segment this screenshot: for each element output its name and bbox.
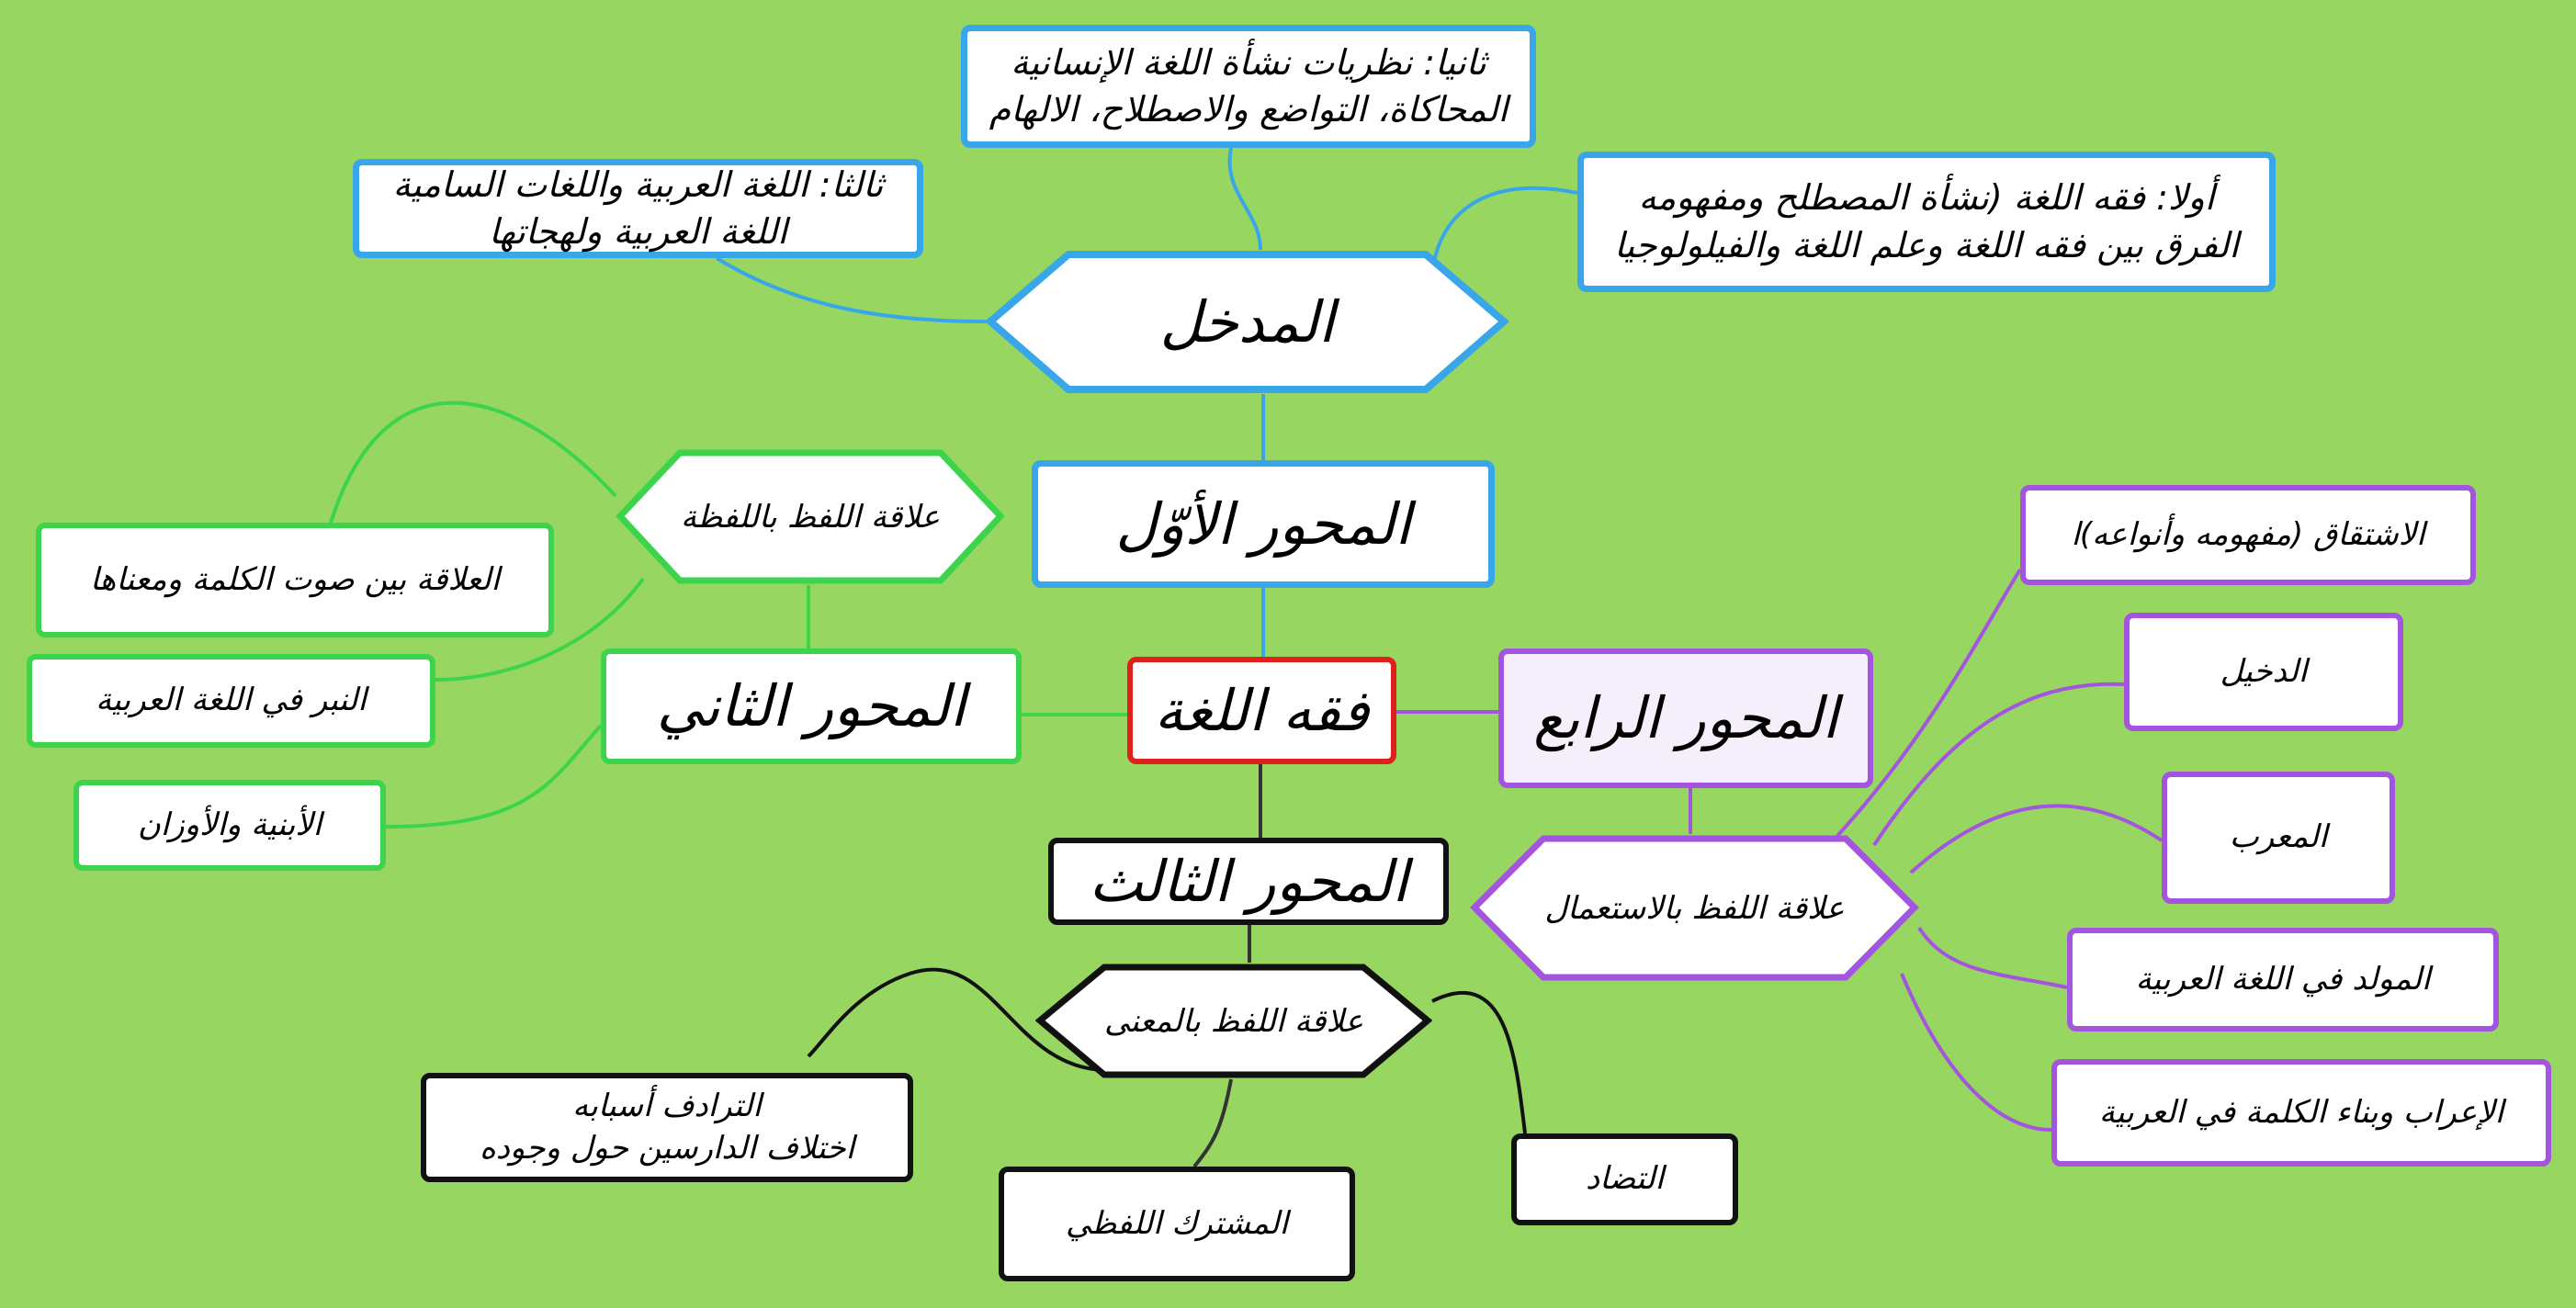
intro-third-node[interactable]: ثالثا: اللغة العربية واللغات السامية اللغ… [353,159,923,258]
axis3-label: المحور الثالث [1089,847,1408,915]
item-label: المشترك اللفظي [1065,1204,1289,1242]
intro-label: المدخل [1159,288,1335,355]
hexagon-shape [1035,964,1432,1078]
synonymy-node[interactable]: الترادف أسبابه اختلاف الدارسين حول وجوده [421,1073,913,1182]
item-label: الأبنية والأوزان [137,806,322,843]
hexagon-shape [1470,835,1919,981]
item-label: الاشتقاق (مفهومه وأنواعه)ا [2071,515,2425,553]
axis4-item[interactable]: الإعراب وبناء الكلمة في العربية [2051,1059,2551,1167]
item-label: التضاد [1585,1160,1665,1198]
node-text-line: المحاكاة، التواضع والاصطلاح، الالهام [989,89,1508,130]
connector [385,724,603,829]
antonymy-node[interactable]: التضاد [1511,1133,1738,1225]
item-label: المولد في اللغة العربية [2135,960,2431,998]
axis2-relation-label: علاقة اللفظ باللفظة [681,498,940,536]
connector [1900,973,2052,1132]
axis1-label: المحور الأوّل [1115,490,1411,558]
node-text-line: ثانيا: نظريات نشأة اللغة الإنسانية [1011,41,1486,83]
axis2-item[interactable]: العلاقة بين صوت الكلمة ومعناها [36,523,554,637]
axis2-item[interactable]: الأبنية والأوزان [73,780,386,871]
item-label: العلاقة بين صوت الكلمة ومعناها [90,560,500,598]
connector [1836,568,2022,838]
connector [1872,682,2125,847]
intro-node[interactable]: المدخل [986,250,1508,394]
axis4-item[interactable]: المعرب [2162,772,2395,904]
connector [1917,926,2068,989]
hexagon-shape [986,251,1508,393]
axis2-relation-node[interactable]: علاقة اللفظ باللفظة [616,448,1005,585]
connector [715,256,987,323]
axis3-node[interactable]: المحور الثالث [1048,838,1449,925]
node-text-line: الفرق بين فقه اللغة وعلم اللغة والفيلولو… [1614,224,2239,265]
item-label: النبر في اللغة العربية [96,682,367,719]
axis4-item[interactable]: الدخيل [2124,613,2403,731]
center-node[interactable]: فقه اللغة [1127,657,1396,764]
item-label: الإعراب وبناء الكلمة في العربية [2098,1093,2504,1131]
axis4-item[interactable]: الاشتقاق (مفهومه وأنواعه)ا [2020,485,2476,585]
connector [1227,147,1262,251]
connector [329,400,617,524]
connector [807,967,1103,1072]
node-text-line: اختلاف الدارسين حول وجوده [479,1129,855,1167]
polysemy-node[interactable]: المشترك اللفظي [999,1167,1355,1281]
item-label: المعرب [2229,818,2328,856]
axis4-relation-node[interactable]: علاقة اللفظ بالاستعمال [1470,834,1919,982]
connector [1431,186,1578,267]
node-text-line: أولا: فقه اللغة (نشأة المصطلح ومفهومه [1638,177,2215,219]
center-label: فقه اللغة [1154,676,1370,744]
connector [1192,1078,1233,1168]
item-label: الدخيل [2220,652,2308,690]
hexagon-shape [616,449,1005,584]
connector [1909,804,2164,874]
axis1-node[interactable]: المحور الأوّل [1032,460,1495,588]
axis2-item[interactable]: النبر في اللغة العربية [27,654,435,748]
node-text-line: اللغة العربية ولهجاتها [489,211,787,252]
axis4-label: المحور الرابع [1533,684,1838,752]
intro-first-node[interactable]: أولا: فقه اللغة (نشأة المصطلح ومفهومه الف… [1577,152,2276,292]
axis4-item[interactable]: المولد في اللغة العربية [2067,928,2499,1032]
node-text-line: الترادف أسبابه [572,1087,762,1124]
node-text-line: ثالثا: اللغة العربية واللغات السامية [392,164,884,205]
axis3-relation-node[interactable]: علاقة اللفظ بالمعنى [1035,963,1432,1079]
axis3-relation-label: علاقة اللفظ بالمعنى [1103,1002,1364,1040]
connector [1431,991,1527,1134]
axis2-node[interactable]: المحور الثاني [601,648,1022,764]
intro-second-node[interactable]: ثانيا: نظريات نشأة اللغة الإنسانية المحاك… [961,25,1536,148]
axis2-label: المحور الثاني [656,672,966,740]
axis4-relation-label: علاقة اللفظ بالاستعمال [1544,889,1845,927]
axis4-node[interactable]: المحور الرابع [1498,648,1873,788]
connector [435,577,645,682]
